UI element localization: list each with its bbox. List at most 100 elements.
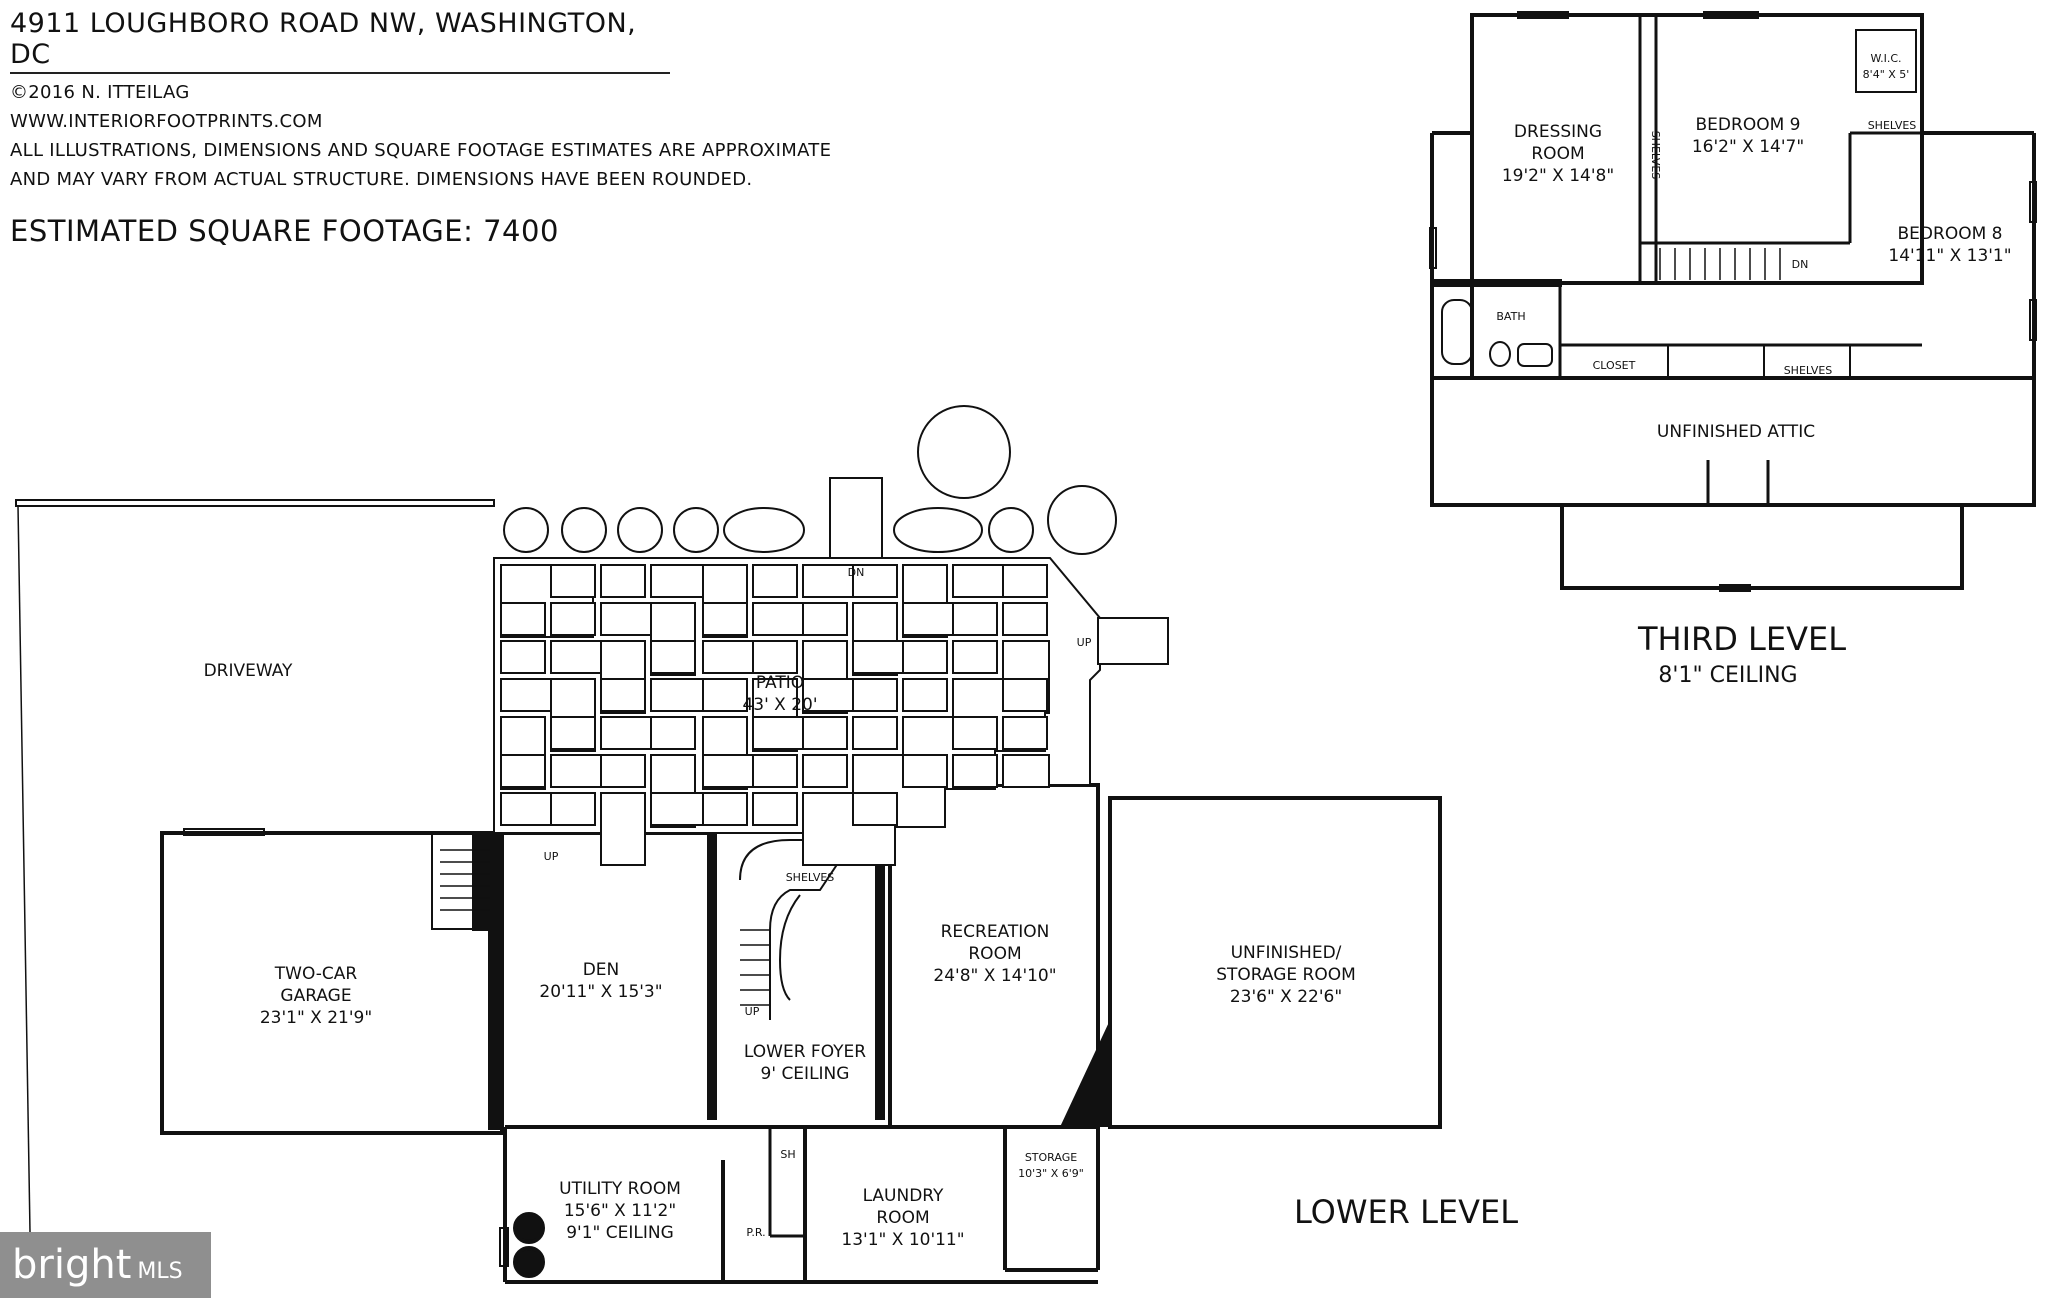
patio-paver	[902, 640, 948, 674]
rec-room-name-2: ROOM	[968, 944, 1021, 964]
patio-paver	[550, 564, 596, 598]
patio-paver	[852, 792, 898, 826]
patio-pavers	[493, 477, 1169, 866]
patio-paver	[852, 678, 898, 712]
patio-paver	[550, 602, 596, 636]
lower-foyer-name: LOWER FOYER	[744, 1042, 866, 1062]
landscape-shrubs	[503, 405, 1117, 555]
shower-label: SH	[780, 1148, 795, 1161]
patio-paver	[802, 602, 848, 636]
bedroom-9-name: BEDROOM 9	[1696, 115, 1801, 135]
den-dims: 20'11" X 15'3"	[539, 982, 662, 1002]
patio-paver	[1002, 678, 1048, 712]
patio-paver	[702, 792, 748, 826]
third-level-dn-label: DN	[1792, 258, 1809, 271]
third-level-labels: DRESSING ROOM 19'2" X 14'8" BEDROOM 9 16…	[1496, 52, 2011, 688]
square-footage: ESTIMATED SQUARE FOOTAGE: 7400	[10, 214, 559, 248]
patio-paver	[1002, 564, 1048, 598]
patio-paver	[902, 754, 948, 788]
den-name: DEN	[583, 960, 620, 980]
garage-name-2: GARAGE	[280, 986, 351, 1006]
disclaimer-line-1: ALL ILLUSTRATIONS, DIMENSIONS AND SQUARE…	[10, 140, 832, 161]
patio-paver	[500, 602, 546, 636]
patio-paver	[952, 640, 998, 674]
copyright-text: ©2016 N. ITTEILAG	[10, 82, 190, 103]
patio-paver	[752, 640, 798, 674]
patio-paver	[802, 716, 848, 750]
website-text: WWW.INTERIORFOOTPRINTS.COM	[10, 111, 323, 132]
patio-steps-dn-label: DN	[848, 566, 865, 579]
patio-paver	[752, 754, 798, 788]
bedroom-8-dims: 14'11" X 13'1"	[1888, 246, 2011, 266]
patio-paver	[752, 792, 798, 826]
utility-room-ceiling: 9'1" CEILING	[566, 1223, 674, 1243]
patio-paver	[952, 754, 998, 788]
utility-room-name: UTILITY ROOM	[559, 1179, 681, 1199]
dressing-room-dims: 19'2" X 14'8"	[1502, 166, 1614, 186]
bath-label: BATH	[1496, 310, 1525, 323]
patio-paver	[802, 754, 848, 788]
garage-name-1: TWO-CAR	[274, 964, 358, 984]
patio-paver	[550, 792, 596, 826]
patio-paver	[702, 678, 748, 712]
lower-foyer-ceiling: 9' CEILING	[761, 1064, 850, 1084]
header-block: 4911 LOUGHBORO ROAD NW, WASHINGTON, DC ©…	[10, 8, 831, 248]
garage-dims: 23'1" X 21'9"	[260, 1008, 372, 1028]
patio-paver	[852, 564, 898, 598]
wic-dims: 8'4" X 5'	[1863, 68, 1910, 81]
powder-room-label: P.R.	[746, 1226, 765, 1239]
patio-steps-up-label: UP	[1077, 636, 1092, 649]
patio-paver	[952, 716, 998, 750]
storage-dims: 10'3" X 6'9"	[1018, 1167, 1084, 1180]
dressing-room-name-2: ROOM	[1531, 144, 1584, 164]
bedroom-9-dims: 16'2" X 14'7"	[1692, 137, 1804, 157]
patio-paver	[852, 716, 898, 750]
patio-paver	[752, 564, 798, 598]
property-address: 4911 LOUGHBORO ROAD NW, WASHINGTON, DC	[10, 8, 670, 74]
patio-paver	[1002, 602, 1048, 636]
disclaimer-line-2: AND MAY VARY FROM ACTUAL STRUCTURE. DIME…	[10, 169, 753, 190]
logo-brand-text: bright	[12, 1242, 132, 1288]
unfinished-name-2: STORAGE ROOM	[1216, 965, 1356, 985]
foyer-shelves-label: SHELVES	[786, 871, 835, 884]
patio-name: PATIO	[756, 673, 804, 693]
patio-paver	[600, 792, 646, 866]
spiral-stair-up-label: UP	[745, 1005, 760, 1018]
patio-dims: 43' X 20'	[742, 695, 817, 715]
dressing-shelves-label: SHELVES	[1649, 131, 1662, 180]
patio-paver	[952, 602, 998, 636]
unfinished-attic-label: UNFINISHED ATTIC	[1657, 422, 1815, 442]
bedroom-8-name: BEDROOM 8	[1898, 224, 2003, 244]
patio-paver	[902, 678, 948, 712]
patio-paver	[600, 678, 646, 712]
third-level-ceiling: 8'1" CEILING	[1658, 663, 1797, 688]
third-level-title: THIRD LEVEL	[1637, 620, 1846, 658]
laundry-room-dims: 13'1" X 10'11"	[841, 1230, 964, 1250]
patio-paver	[600, 564, 646, 598]
unfinished-dims: 23'6" X 22'6"	[1230, 987, 1342, 1007]
rec-room-dims: 24'8" X 14'10"	[933, 966, 1056, 986]
driveway-label: DRIVEWAY	[204, 661, 293, 681]
wic-shelves-label: SHELVES	[1868, 119, 1917, 132]
patio-paver	[650, 640, 696, 674]
wic-name: W.I.C.	[1870, 52, 1901, 65]
patio-paver	[702, 602, 748, 636]
closet-label: CLOSET	[1593, 359, 1636, 372]
patio-paver	[1002, 754, 1050, 788]
third-level-plan	[1429, 11, 2037, 592]
patio-paver	[550, 716, 596, 750]
patio-paver	[650, 716, 696, 750]
hall-shelves-label: SHELVES	[1784, 364, 1833, 377]
rec-room-name-1: RECREATION	[941, 922, 1050, 942]
lower-level-plan	[15, 499, 1442, 1284]
laundry-room-name-2: ROOM	[876, 1208, 929, 1228]
lower-level-labels: DRIVEWAY PATIO 43' X 20' TWO-CAR GARAGE …	[204, 566, 1519, 1250]
lower-level-title: LOWER LEVEL	[1294, 1193, 1518, 1231]
logo-mls-text: MLS	[137, 1259, 183, 1284]
patio-paver	[600, 754, 646, 788]
storage-name: STORAGE	[1025, 1151, 1077, 1164]
den-stair-up-label: UP	[544, 850, 559, 863]
patio-paver	[1002, 716, 1048, 750]
